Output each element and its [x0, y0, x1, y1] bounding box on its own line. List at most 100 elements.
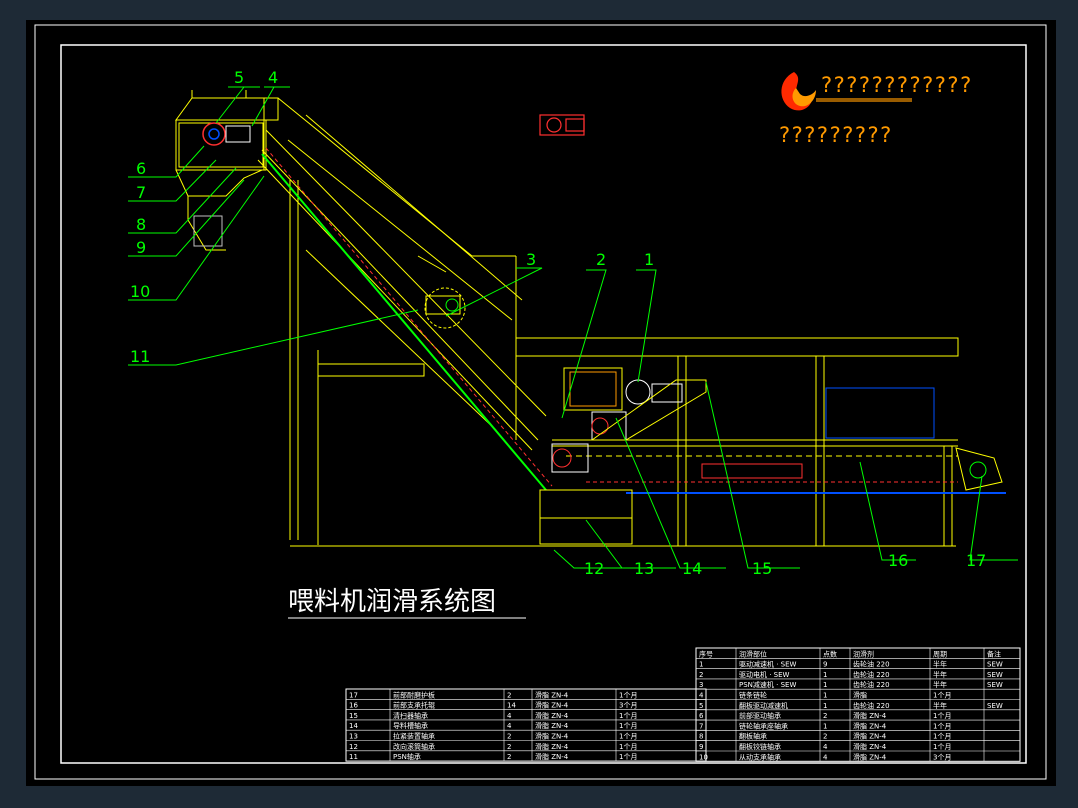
- callout-14: 14: [682, 559, 702, 578]
- callout-3: 3: [526, 250, 536, 269]
- table-cell: 滑脂 ZN-4: [535, 732, 569, 741]
- table-cell: 1个月: [619, 712, 637, 720]
- table-cell: 12: [349, 743, 358, 751]
- company-logo: [781, 72, 912, 111]
- callout-17: 17: [966, 551, 986, 570]
- table-cell: 1个月: [619, 722, 637, 730]
- leader-lines: [128, 86, 1018, 569]
- callout-7: 7: [136, 183, 146, 202]
- table-header-cell: 润滑部位: [739, 649, 767, 658]
- table-cell: 3: [699, 681, 703, 689]
- table-cell: 翻板铰链轴承: [739, 742, 781, 751]
- table-cell: 1: [699, 661, 703, 669]
- table-header-cell: 序号: [699, 649, 713, 658]
- table-cell: 1个月: [933, 743, 951, 751]
- table-cell: PSN轴承: [393, 752, 421, 761]
- table-cell: 前部耐磨护板: [393, 690, 435, 699]
- table-cell: 15: [349, 712, 358, 720]
- table-cell: 2: [823, 712, 827, 720]
- table-header-cell: 点数: [823, 649, 837, 658]
- callout-4: 4: [268, 68, 278, 87]
- table-cell: 1: [823, 681, 827, 689]
- table-cell: 1个月: [619, 743, 637, 751]
- table-cell: 前部支承托辊: [393, 701, 435, 710]
- table-cell: 3个月: [933, 753, 951, 761]
- callout-6: 6: [136, 159, 146, 178]
- callout-16: 16: [888, 551, 908, 570]
- callout-15: 15: [752, 559, 772, 578]
- table-cell: 滑脂 ZN-4: [535, 711, 569, 720]
- table-cell: 17: [349, 691, 358, 699]
- main-drive-unit: [551, 379, 683, 473]
- table-cell: 2: [507, 733, 511, 741]
- outer-frame: [34, 24, 1047, 780]
- table-header-cell: 润滑剂: [853, 649, 874, 658]
- table-cell: 2: [507, 691, 511, 699]
- table-header-cell: 备注: [987, 649, 1001, 658]
- head-drive-motor-mark: [202, 122, 226, 146]
- table-cell: 2: [823, 733, 827, 741]
- table-cell: 链轮轴承座轴承: [739, 721, 788, 730]
- table-cell: 从动支承轴承: [739, 752, 781, 761]
- table-cell: 2: [699, 671, 703, 679]
- table-cell: 1个月: [933, 722, 951, 730]
- table-cell: 齿轮油 220: [853, 680, 890, 689]
- table-cell: 1个月: [933, 733, 951, 741]
- head-drive-hub: [208, 128, 220, 140]
- table-cell: 滑脂 ZN-4: [535, 690, 569, 699]
- callout-10: 10: [130, 282, 150, 301]
- drawing-svg: 5 4 6 7 8 9 10 11 3 2 1 12 13 14 15 16 1…: [34, 24, 1047, 780]
- table-cell: PSN减速机 · SEW: [739, 680, 796, 689]
- table-cell: 3个月: [619, 702, 637, 710]
- table-cell: 9: [699, 743, 703, 751]
- table-cell: 滑脂 ZN-4: [853, 742, 887, 751]
- callout-2: 2: [596, 250, 606, 269]
- table-cell: 1个月: [933, 712, 951, 720]
- table-cell: 14: [349, 722, 358, 730]
- table-cell: 1个月: [933, 692, 951, 700]
- table-cell: 驱动减速机 · SEW: [739, 660, 797, 669]
- table-cell: 滑脂 ZN-4: [535, 701, 569, 710]
- table-cell: 半年: [933, 680, 947, 689]
- table-cell: 8: [699, 733, 703, 741]
- table-cell: 1个月: [619, 753, 637, 761]
- callout-8: 8: [136, 215, 146, 234]
- table-cell: 链条链轮: [739, 691, 767, 700]
- table-cell: 6: [699, 712, 704, 720]
- callout-13: 13: [634, 559, 654, 578]
- table-cell: 半年: [933, 660, 947, 669]
- table-cell: SEW: [987, 702, 1003, 710]
- table-cell: 齿轮油 220: [853, 660, 890, 669]
- table-cell: 滑脂 ZN-4: [853, 721, 887, 730]
- head-gearbox: [225, 125, 251, 143]
- table-cell: 1: [823, 692, 827, 700]
- table-cell: 11: [349, 753, 358, 761]
- callout-1: 1: [644, 250, 654, 269]
- table-cell: 滑脂: [853, 691, 867, 700]
- callout-11: 11: [130, 347, 150, 366]
- table-cell: 前部驱动轴承: [739, 711, 781, 720]
- table-cell: 4: [823, 743, 828, 751]
- table-cell: 拉紧装置轴承: [393, 732, 435, 741]
- head-hopper: [175, 90, 279, 251]
- table-cell: 驱动电机 · SEW: [739, 670, 790, 679]
- psn-drive-unit: [424, 287, 466, 329]
- inclined-chain-green: [261, 153, 547, 491]
- logo-text-line1: ????????????: [820, 73, 972, 97]
- support-beam: [317, 350, 425, 545]
- table-cell: 半年: [933, 701, 947, 710]
- table-cell: 13: [349, 733, 358, 741]
- table-cell: 5: [699, 702, 703, 710]
- table-header-cell: 周期: [933, 650, 947, 658]
- table-cell: 7: [699, 722, 703, 730]
- callout-9: 9: [136, 238, 146, 257]
- table-cell: 改向滚筒轴承: [393, 742, 435, 751]
- horizontal-conveyor: [515, 337, 959, 547]
- table-cell: 1个月: [619, 733, 637, 741]
- callout-5: 5: [234, 68, 244, 87]
- table-cell: 1个月: [619, 691, 637, 699]
- table-cell: 滑脂 ZN-4: [535, 742, 569, 751]
- inclined-lube-line: [265, 147, 553, 487]
- lube-table-right: 序号 润滑部位 点数 润滑剂 周期 备注 1 驱动减速机 · SEW 9 齿轮油 220 半年 SEW…: [695, 647, 1021, 762]
